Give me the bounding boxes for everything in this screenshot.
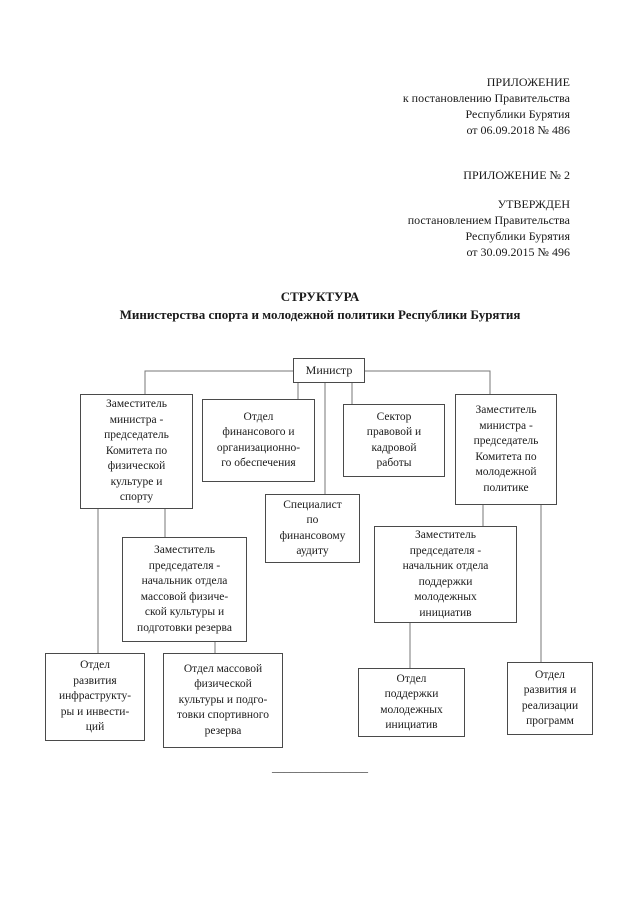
appendix-1-line: Республики Бурятия [465,107,571,121]
org-node-deputy-chair-sport: Заместитель председателя - начальник отд… [122,537,247,642]
appendix-1-line: к постановлению Правительства [402,91,570,105]
org-node-deputy-minister-youth: Заместитель министра - председатель Коми… [455,394,557,505]
approved-block: УТВЕРЖДЕН постановлением Правительства Р… [408,196,570,260]
approved-line: Республики Бурятия [465,229,571,243]
org-node-mass-culture-dept: Отдел массовой физической культуры и под… [163,653,283,748]
org-node-minister: Министр [293,358,365,383]
footer-divider: ________________ [272,760,368,774]
approved-line: УТВЕРЖДЕН [497,197,570,211]
appendix-block-2: ПРИЛОЖЕНИЕ № 2 [463,167,570,183]
document-title-line-2: Министерства спорта и молодежной политик… [119,307,521,322]
org-node-finance-audit-specialist: Специалист по финансовому аудиту [265,494,360,563]
org-node-youth-initiatives-dept: Отдел поддержки молодежных инициатив [358,668,465,737]
appendix-1-line: от 06.09.2018 № 486 [466,123,570,137]
org-node-finance-org-dept: Отдел финансового и организационно- го о… [202,399,315,482]
approved-line: от 30.09.2015 № 496 [466,245,570,259]
appendix-1-line: ПРИЛОЖЕНИЕ [486,75,570,89]
appendix-2-line: ПРИЛОЖЕНИЕ № 2 [463,168,570,182]
org-node-program-dev-dept: Отдел развития и реализации программ [507,662,593,735]
appendix-block-1: ПРИЛОЖЕНИЕ к постановлению Правительства… [403,74,570,138]
document-title-line-1: СТРУКТУРА [280,289,360,304]
org-node-deputy-minister-sport: Заместитель министра - председатель Коми… [80,394,193,509]
org-node-deputy-chair-youth: Заместитель председателя - начальник отд… [374,526,517,623]
org-node-infrastructure-dept: Отдел развития инфраструкту- ры и инвест… [45,653,145,741]
approved-line: постановлением Правительства [407,213,570,227]
org-node-legal-hr-sector: Сектор правовой и кадровой работы [343,404,445,477]
document-title: СТРУКТУРА Министерства спорта и молодежн… [0,288,640,324]
